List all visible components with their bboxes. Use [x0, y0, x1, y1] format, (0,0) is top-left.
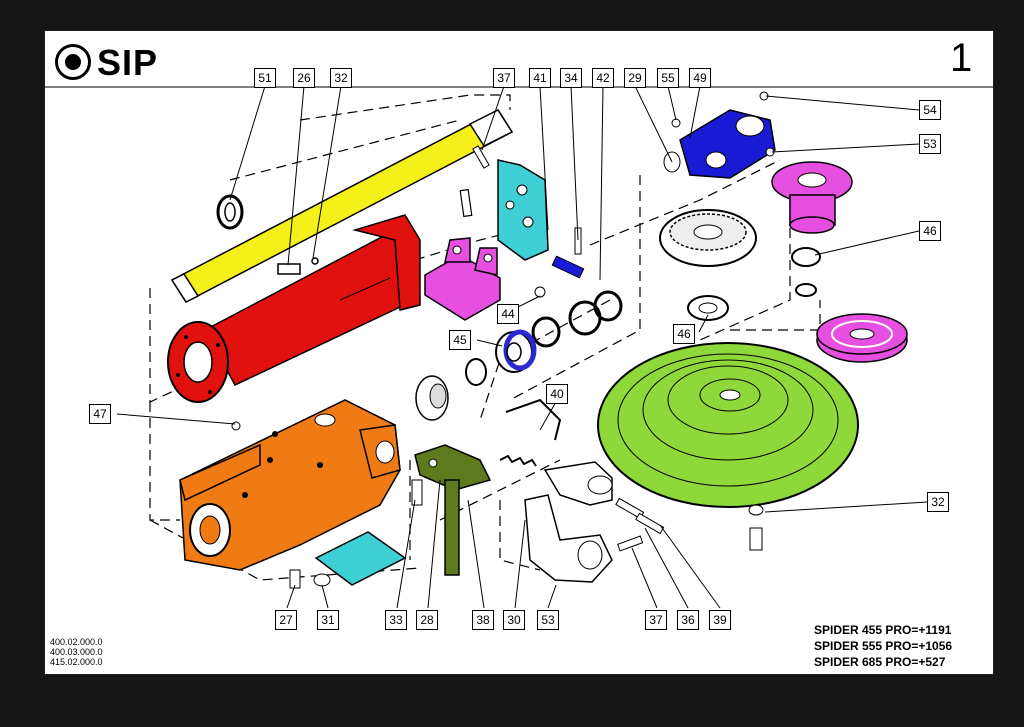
callout-32: 32	[927, 492, 949, 512]
pulley	[816, 313, 908, 363]
model-line: SPIDER 455 PRO=+1191	[814, 623, 952, 637]
leader-lines	[116, 85, 928, 609]
callout-32: 32	[330, 68, 352, 88]
side-plate	[497, 159, 549, 261]
part-code: 400.03.000.0	[50, 647, 103, 657]
mounting-bracket	[424, 237, 501, 321]
bevel-pinion	[415, 375, 449, 421]
model-line: SPIDER 555 PRO=+1056	[814, 639, 953, 653]
part-code: 400.02.000.0	[50, 637, 103, 647]
callout-53: 53	[537, 610, 559, 630]
callout-29: 29	[624, 68, 646, 88]
gearbox-housing	[179, 399, 401, 571]
part-code: 415.02.000.0	[50, 657, 103, 667]
main-tube	[167, 214, 421, 403]
callout-37: 37	[645, 610, 667, 630]
sip-logo-icon	[55, 44, 91, 80]
model-list: SPIDER 455 PRO=+1191 SPIDER 555 PRO=+105…	[814, 622, 952, 670]
callout-46: 46	[673, 324, 695, 344]
callout-42: 42	[592, 68, 614, 88]
callout-34: 34	[560, 68, 582, 88]
page-number: 1	[950, 36, 973, 80]
rotor-disc	[597, 342, 859, 508]
callout-55: 55	[657, 68, 679, 88]
hub	[771, 161, 853, 234]
pto-shaft	[170, 109, 514, 303]
universal-joint	[679, 109, 776, 179]
callout-38: 38	[472, 610, 494, 630]
callout-40: 40	[546, 384, 568, 404]
callout-30: 30	[503, 610, 525, 630]
callout-41: 41	[529, 68, 551, 88]
lever-arm	[524, 461, 613, 583]
callout-31: 31	[317, 610, 339, 630]
model-line: SPIDER 685 PRO=+527	[814, 655, 946, 669]
callout-26: 26	[293, 68, 315, 88]
crown-gear	[659, 209, 757, 267]
callout-51: 51	[254, 68, 276, 88]
callout-37: 37	[493, 68, 515, 88]
callout-45: 45	[449, 330, 471, 350]
brand-logo-text: SIP	[97, 42, 159, 83]
callout-36: 36	[677, 610, 699, 630]
callout-46: 46	[919, 221, 941, 241]
callout-28: 28	[416, 610, 438, 630]
callout-53: 53	[919, 134, 941, 154]
callout-44: 44	[497, 304, 519, 324]
callout-54: 54	[919, 100, 941, 120]
callout-47: 47	[89, 404, 111, 424]
callout-33: 33	[385, 610, 407, 630]
bearing	[495, 329, 537, 373]
callout-49: 49	[689, 68, 711, 88]
pinion-shaft-bracket	[414, 444, 492, 576]
part-codes: 400.02.000.0 400.03.000.0 415.02.000.0	[50, 637, 103, 667]
screw	[277, 257, 319, 275]
callout-27: 27	[275, 610, 297, 630]
seal-ring	[216, 194, 244, 230]
callout-39: 39	[709, 610, 731, 630]
